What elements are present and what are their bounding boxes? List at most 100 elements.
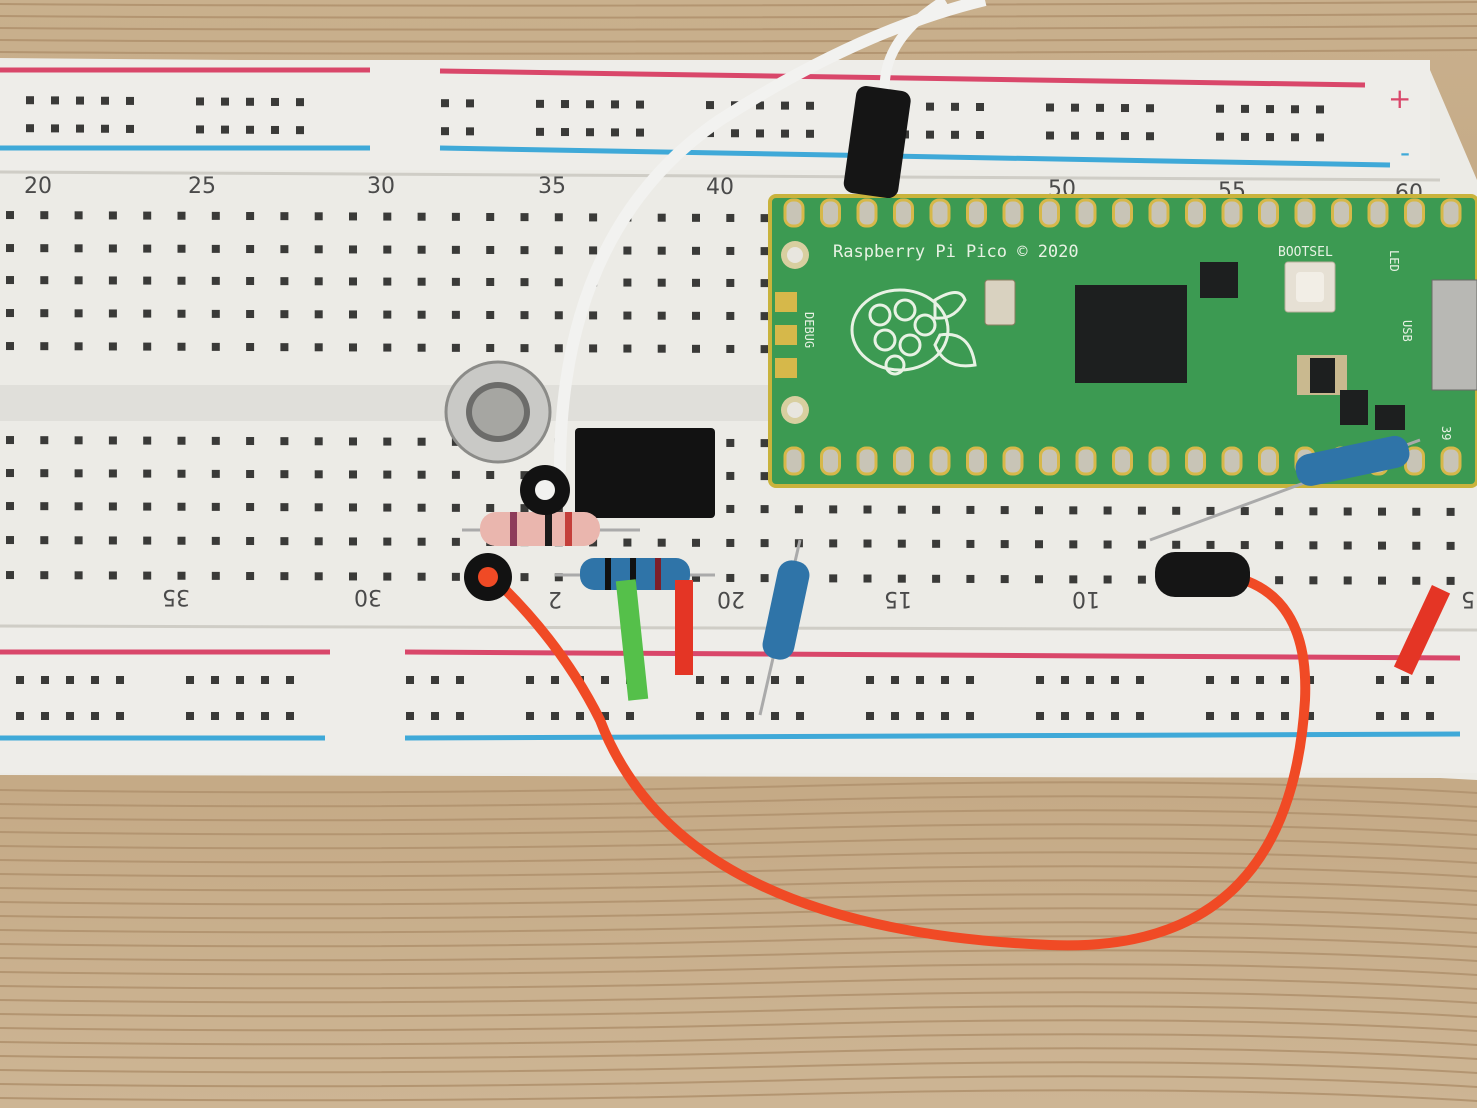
breadboard-hole xyxy=(1121,132,1129,141)
debug-label: DEBUG xyxy=(802,312,816,348)
breadboard-hole xyxy=(966,539,975,548)
breadboard-hole xyxy=(431,712,439,720)
breadboard-hole xyxy=(1266,105,1274,114)
breadboard-hole xyxy=(40,436,49,445)
breadboard-hole xyxy=(1035,575,1043,584)
white-wire xyxy=(879,0,948,96)
rail-plus-label: + xyxy=(1388,82,1411,115)
breadboard-hole xyxy=(74,469,83,478)
breadboard-hole xyxy=(1071,103,1079,112)
breadboard-hole xyxy=(1061,676,1069,684)
breadboard-hole xyxy=(561,100,569,109)
breadboard-hole xyxy=(280,245,289,254)
breadboard-hole xyxy=(143,502,152,511)
breadboard-hole xyxy=(746,712,754,720)
column-number: 10 xyxy=(1072,586,1100,611)
breadboard-hole xyxy=(760,247,769,256)
red-jumper-wire xyxy=(675,580,693,675)
breadboard-hole xyxy=(897,505,906,514)
breadboard-hole xyxy=(1111,712,1119,720)
breadboard-hole xyxy=(932,574,941,583)
breadboard-hole xyxy=(721,676,729,684)
breadboard-hole xyxy=(1061,712,1069,720)
breadboard-hole xyxy=(314,212,323,221)
breadboard-hole xyxy=(726,573,735,582)
breadboard-hole xyxy=(211,469,220,478)
breadboard-hole xyxy=(863,574,872,583)
breadboard-hole xyxy=(1206,540,1215,549)
pico-pin xyxy=(1039,446,1060,476)
breadboard-hole xyxy=(1291,133,1299,142)
breadboard-hole xyxy=(177,211,186,220)
breadboard-hole xyxy=(1103,506,1112,515)
breadboard-hole xyxy=(271,97,279,106)
breadboard-hole xyxy=(143,244,152,253)
breadboard-hole xyxy=(589,213,598,222)
column-number: 40 xyxy=(706,175,734,200)
breadboard-hole xyxy=(796,712,804,720)
breadboard-hole xyxy=(520,213,529,222)
breadboard-hole xyxy=(692,573,700,582)
pico-pin xyxy=(856,446,878,476)
breadboard-hole xyxy=(66,676,74,684)
breadboard-hole xyxy=(246,343,255,352)
breadboard-hole xyxy=(1069,506,1078,515)
pico-pin xyxy=(929,198,951,228)
breadboard-hole xyxy=(1378,576,1386,585)
breadboard-hole xyxy=(1000,575,1009,584)
column-number: 25 xyxy=(188,174,216,199)
breadboard-hole xyxy=(486,310,495,319)
breadboard-hole xyxy=(221,125,229,134)
breadboard-hole xyxy=(623,344,632,353)
breadboard-hole xyxy=(781,129,789,138)
usb-label: USB xyxy=(1400,320,1414,342)
breadboard-hole xyxy=(726,311,735,320)
breadboard-hole xyxy=(211,436,220,445)
breadboard-hole xyxy=(771,712,779,720)
breadboard-hole xyxy=(296,98,304,107)
breadboard-hole xyxy=(261,676,269,684)
breadboard-hole xyxy=(349,537,357,546)
breadboard-hole xyxy=(280,343,289,352)
breadboard-hole xyxy=(966,712,974,720)
column-number: 20 xyxy=(717,586,745,611)
breadboard-hole xyxy=(108,436,117,445)
breadboard-hole xyxy=(417,343,426,352)
breadboard-hole xyxy=(657,311,666,320)
breadboard-hole xyxy=(760,472,769,481)
breadboard-hole xyxy=(211,244,220,253)
breadboard-hole xyxy=(177,536,186,545)
breadboard-hole xyxy=(806,129,814,138)
breadboard-hole xyxy=(196,97,204,106)
breadboard-hole xyxy=(1036,676,1044,684)
breadboard-hole xyxy=(466,127,474,136)
breadboard-hole xyxy=(692,278,700,287)
breadboard-hole xyxy=(431,676,439,684)
breadboard-hole xyxy=(796,676,804,684)
breadboard-hole xyxy=(108,536,117,545)
breadboard-hole xyxy=(692,213,700,222)
breadboard-hole xyxy=(1206,676,1214,684)
breadboard-hole xyxy=(417,503,426,512)
breadboard-hole xyxy=(1343,576,1352,585)
breadboard-hole xyxy=(520,344,529,353)
breadboard-hole xyxy=(520,504,529,513)
pico-pin xyxy=(1294,198,1316,228)
breadboard-hole xyxy=(108,309,117,318)
breadboard-hole xyxy=(520,573,529,582)
breadboard-hole xyxy=(1240,541,1249,550)
breadboard-hole xyxy=(51,124,59,133)
breadboard-hole xyxy=(554,213,563,222)
usb-connector[interactable] xyxy=(1431,279,1477,391)
breadboard-hole xyxy=(926,102,934,111)
breadboard-hole xyxy=(441,99,449,108)
breadboard-hole xyxy=(576,712,584,720)
wire-connector xyxy=(843,86,911,199)
breadboard-hole xyxy=(74,244,83,253)
breadboard-hole xyxy=(561,128,569,137)
breadboard-hole xyxy=(771,676,779,684)
pico-pin xyxy=(1221,198,1243,228)
breadboard-hole xyxy=(1256,712,1264,720)
breadboard-hole xyxy=(108,502,117,511)
breadboard-hole xyxy=(726,504,735,513)
